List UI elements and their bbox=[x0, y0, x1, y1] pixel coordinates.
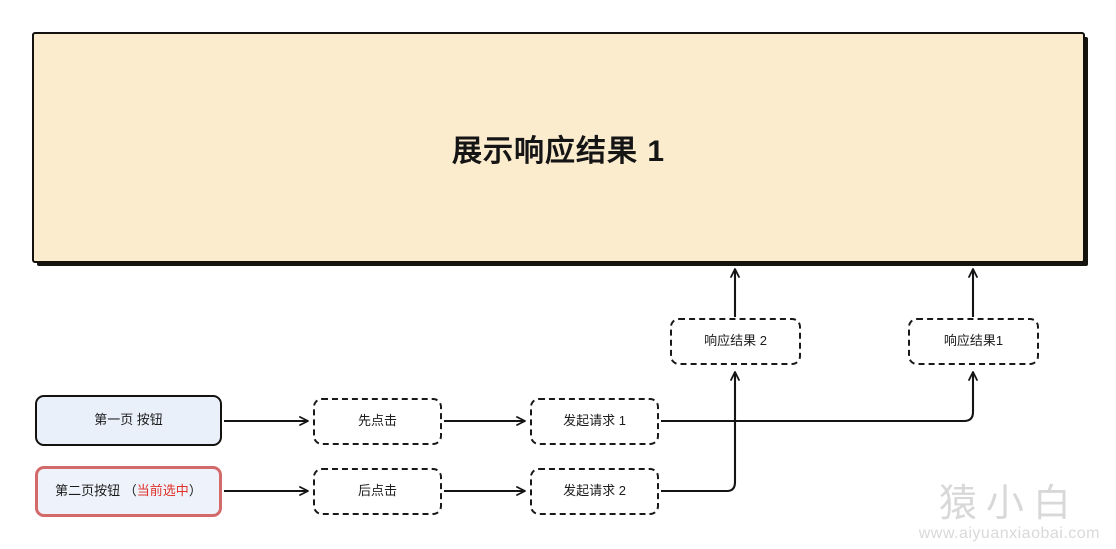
node-click-second[interactable]: 后点击 bbox=[313, 468, 442, 515]
node-response-2-label: 响应结果 2 bbox=[704, 333, 767, 349]
node-request-2-label: 发起请求 2 bbox=[563, 483, 626, 499]
node-page1-button-label: 第一页 按钮 bbox=[94, 412, 163, 428]
display-result-panel: 展示响应结果 1 bbox=[32, 32, 1085, 263]
node-page2-button-label-main: 第二页按钮 （ bbox=[55, 483, 137, 499]
display-result-panel-title: 展示响应结果 1 bbox=[451, 134, 666, 168]
node-response-1-label: 响应结果1 bbox=[943, 333, 1004, 349]
node-request-1[interactable]: 发起请求 1 bbox=[530, 398, 659, 445]
node-page1-button[interactable]: 第一页 按钮 bbox=[35, 395, 222, 446]
node-page2-button-label: 第二页按钮 （当前选中） bbox=[55, 483, 202, 500]
node-click-first[interactable]: 先点击 bbox=[313, 398, 442, 445]
edge-request2-to-response2 bbox=[661, 371, 740, 493]
node-response-2[interactable]: 响应结果 2 bbox=[670, 318, 801, 365]
node-page2-button-label-tail: ） bbox=[188, 483, 202, 499]
edge-request1-to-response1 bbox=[661, 371, 978, 423]
node-request-2[interactable]: 发起请求 2 bbox=[530, 468, 659, 515]
node-page2-button-label-accent: 当前选中 bbox=[136, 483, 189, 499]
node-response-1[interactable]: 响应结果1 bbox=[908, 318, 1039, 365]
node-request-1-label: 发起请求 1 bbox=[563, 413, 626, 429]
node-page2-button[interactable]: 第二页按钮 （当前选中） bbox=[35, 466, 222, 517]
node-click-first-label: 先点击 bbox=[357, 413, 397, 429]
node-click-second-label: 后点击 bbox=[357, 483, 397, 499]
